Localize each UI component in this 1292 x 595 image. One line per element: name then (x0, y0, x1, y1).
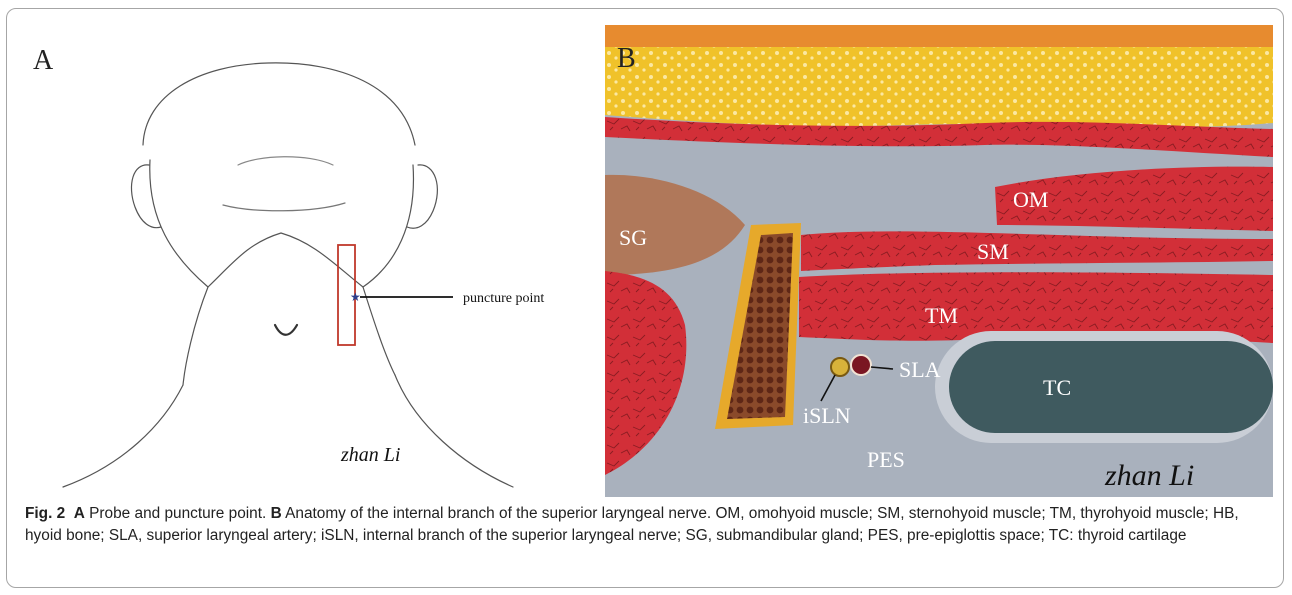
left-ear (131, 165, 161, 228)
neck-right (363, 287, 395, 375)
label-tc: TC (1043, 375, 1071, 400)
head-contour (238, 157, 333, 165)
label-isln: iSLN (803, 403, 851, 428)
shoulder-right (395, 375, 513, 487)
label-sm: SM (977, 239, 1009, 264)
shoulder-left (63, 385, 183, 487)
caption-a-letter: A (74, 505, 85, 522)
label-sg: SG (619, 225, 647, 250)
panel-a-signature: zhan Li (340, 444, 400, 466)
puncture-point-label: puncture point (463, 291, 544, 306)
panel-b-illustration: B OM SM TM SG SLA TC iSLN PES zhan Li (605, 25, 1273, 497)
right-ear (407, 165, 437, 228)
figure: A ★ puncture point z (6, 8, 1284, 588)
caption-fig-number: Fig. 2 (25, 505, 65, 522)
panel-a-drawing: A ★ puncture point z (23, 25, 581, 497)
figure-caption: Fig. 2 A Probe and puncture point. B Ana… (25, 503, 1277, 547)
caption-a-text: Probe and puncture point. (85, 505, 271, 522)
head-outline (143, 63, 415, 145)
label-tm: TM (925, 303, 958, 328)
caption-b-letter: B (271, 505, 282, 522)
jaw-line (208, 233, 363, 287)
label-sla: SLA (899, 357, 941, 382)
panel-b-letter: B (617, 43, 636, 74)
left-cheek (150, 160, 208, 287)
chin-contour (223, 203, 345, 211)
puncture-star-icon: ★ (350, 290, 361, 304)
panel-a-letter: A (33, 45, 54, 76)
neck-left (183, 287, 208, 385)
panel-b-signature: zhan Li (1104, 459, 1194, 492)
thyroid-notch (275, 325, 297, 335)
label-pes: PES (867, 447, 905, 472)
label-om: OM (1013, 187, 1048, 212)
right-cheek (363, 165, 413, 287)
